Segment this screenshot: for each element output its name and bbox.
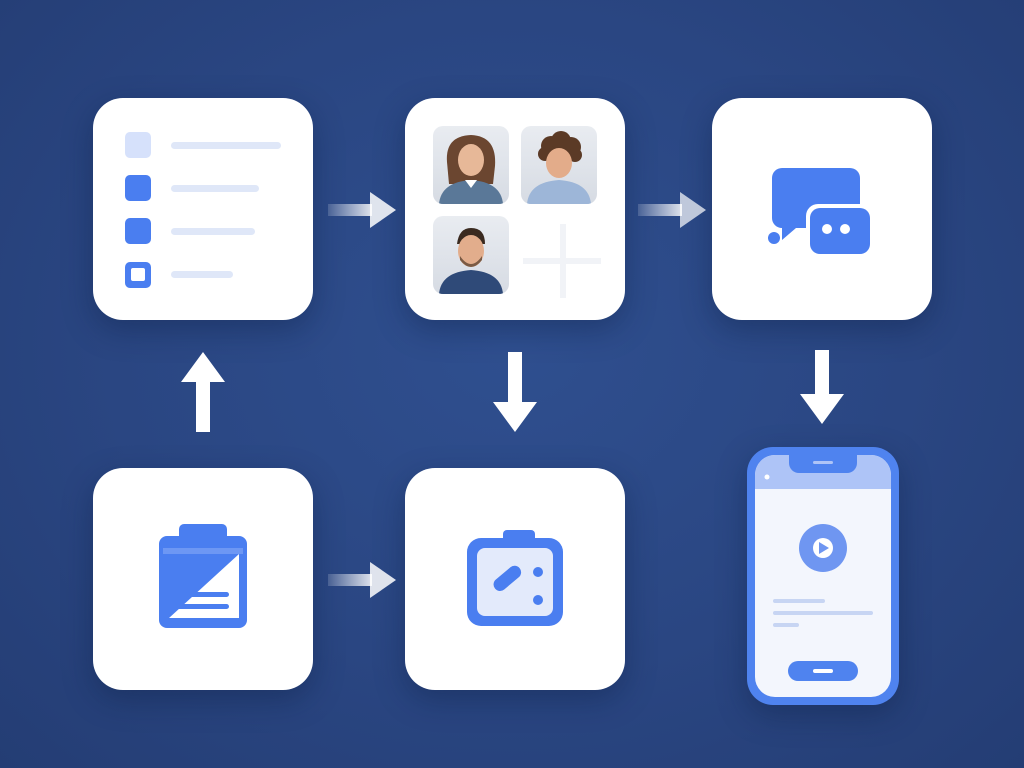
arrow-right-1 xyxy=(328,192,396,228)
arrow-down-1 xyxy=(493,352,537,432)
people-grid-icon xyxy=(523,224,601,298)
smartphone-video-icon xyxy=(755,455,891,681)
clipboard-card xyxy=(93,468,313,690)
calendar-edit-card xyxy=(405,468,625,690)
smartphone xyxy=(747,447,899,705)
person-photo-man xyxy=(433,216,509,294)
person-photo-woman xyxy=(433,126,509,204)
people-grid-card xyxy=(405,98,625,320)
chat-bubbles-icon xyxy=(768,168,874,256)
arrow-right-2 xyxy=(638,192,706,228)
person-photo-curly-man xyxy=(521,126,597,204)
arrow-down-2 xyxy=(800,350,844,424)
chat-card xyxy=(712,98,932,320)
phone-screen xyxy=(755,455,891,697)
arrow-right-3 xyxy=(328,562,396,598)
calendar-edit-icon xyxy=(467,530,563,626)
checklist-icon xyxy=(125,132,281,288)
clipboard-icon xyxy=(159,524,247,628)
arrow-up xyxy=(181,352,225,432)
checklist-card xyxy=(93,98,313,320)
